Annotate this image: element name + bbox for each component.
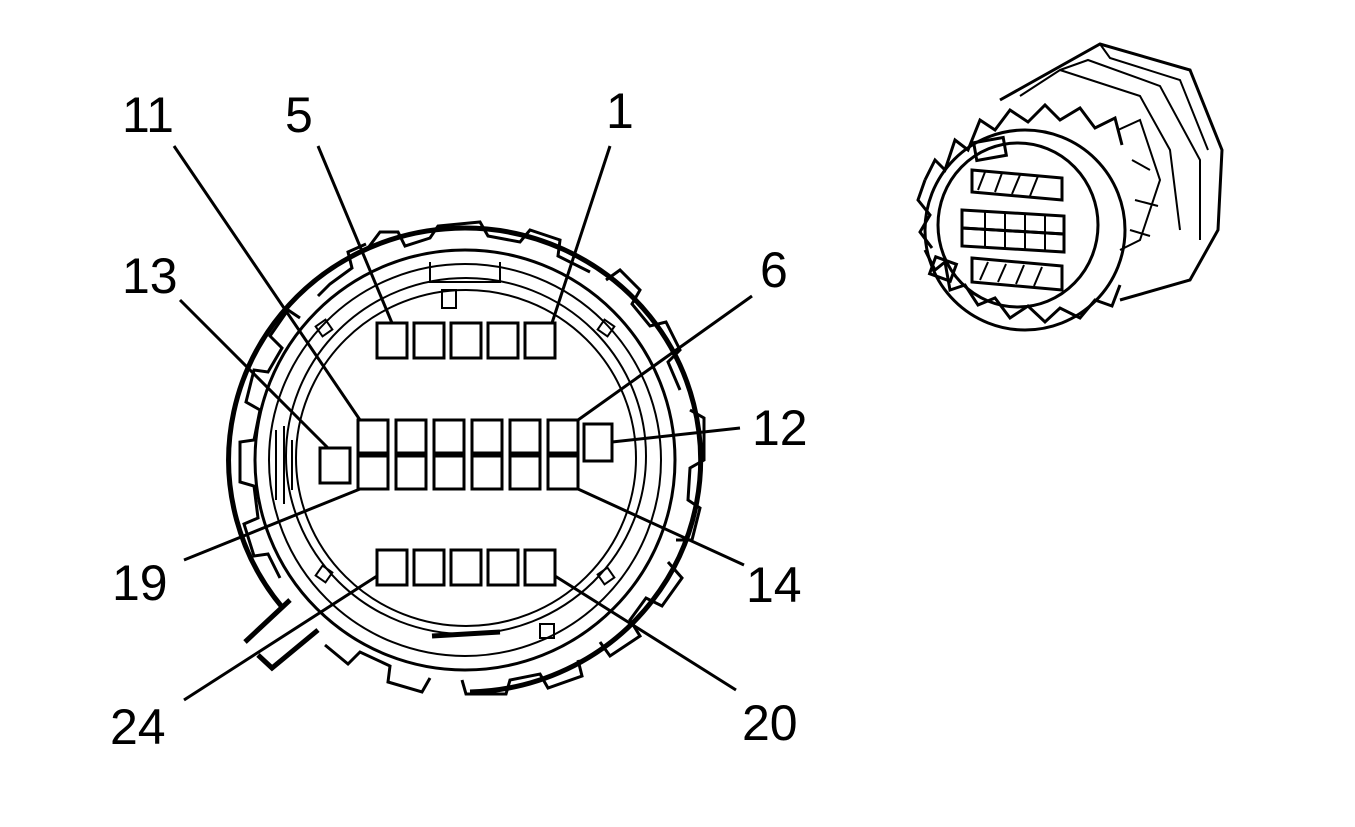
cavity-21	[486, 548, 520, 587]
locking-tab	[243, 598, 320, 672]
cavity-6	[546, 418, 580, 455]
cavity-1	[523, 321, 557, 360]
perspective-key	[971, 135, 1009, 163]
cavity-3	[449, 321, 483, 360]
leader-19	[183, 487, 361, 562]
cavity-2	[486, 321, 520, 360]
cavity-8	[470, 418, 504, 455]
perspective-body-outline	[999, 42, 1224, 302]
pin-label-13: 13	[122, 248, 178, 304]
upper-right-key	[596, 318, 616, 338]
perspective-rib	[1129, 159, 1159, 237]
leader-5	[316, 145, 394, 324]
pin-label-12: 12	[752, 400, 808, 456]
perspective-teeth-top	[923, 102, 1124, 181]
cavity-12	[582, 422, 614, 463]
perspective-cavity-dividers	[979, 261, 1043, 287]
perspective-cavity-row	[970, 256, 1064, 292]
connector-outer-shell	[226, 225, 704, 695]
leader-6	[577, 294, 753, 422]
cavity-9	[432, 418, 466, 455]
pin-label-24: 24	[110, 699, 166, 755]
lower-left-key	[314, 564, 334, 584]
upper-left-key	[314, 318, 334, 338]
perspective-teeth-bottom	[923, 249, 1122, 325]
cavity-11	[356, 418, 390, 455]
cavity-14	[546, 454, 580, 491]
cavity-19	[356, 454, 390, 491]
perspective-rib	[1117, 118, 1162, 251]
cavity-5	[375, 321, 409, 360]
bottom-key-bar	[431, 629, 501, 639]
left-latch-ribs	[275, 426, 293, 504]
connector-perspective-view	[916, 42, 1224, 332]
cavity-row-top	[375, 321, 557, 360]
connector-inner-ring-1	[253, 248, 677, 672]
lower-right-key	[596, 566, 616, 586]
connector-inner-ring-4	[295, 289, 637, 627]
leader-24	[183, 574, 378, 702]
cavity-20	[523, 548, 557, 587]
cavity-23	[412, 548, 446, 587]
pin-label-19: 19	[112, 555, 168, 611]
cavity-7	[508, 418, 542, 455]
perspective-lower-key	[927, 254, 959, 284]
cavity-15	[508, 454, 542, 491]
leader-1	[550, 145, 612, 324]
leader-lines	[172, 145, 753, 702]
pin-label-5: 5	[285, 87, 313, 143]
leader-12	[611, 426, 741, 444]
perspective-rib	[1019, 68, 1181, 231]
cavity-row-middle-upper	[356, 418, 580, 455]
perspective-face	[936, 141, 1100, 309]
cavity-16	[470, 454, 504, 491]
pin-label-11: 11	[122, 87, 174, 143]
perspective-cavity-dividers	[984, 212, 1046, 251]
perspective-rib	[1099, 43, 1209, 151]
cavity-13	[318, 446, 352, 485]
pin-label-1: 1	[606, 83, 634, 139]
pin-label-14: 14	[746, 557, 802, 613]
cavity-18	[394, 454, 428, 491]
cavity-10	[394, 418, 428, 455]
perspective-teeth-left	[916, 179, 934, 249]
perspective-cavity-row	[960, 226, 1066, 254]
top-key-slot	[429, 262, 501, 283]
perspective-cavity-row	[970, 168, 1064, 202]
connector-inner-ring-2	[268, 263, 662, 657]
bottom-right-key	[539, 623, 555, 639]
cavity-24	[375, 548, 409, 587]
cavity-4	[412, 321, 446, 360]
leader-20	[554, 574, 737, 692]
cavity-17	[432, 454, 466, 491]
pin-label-20: 20	[742, 695, 798, 751]
top-key	[441, 289, 457, 309]
cavity-row-bottom	[375, 548, 557, 587]
leader-11	[172, 145, 362, 421]
connector-face-view	[226, 220, 706, 696]
perspective-flange	[923, 128, 1127, 332]
perspective-cavity-dividers	[977, 171, 1039, 197]
leader-14	[577, 487, 745, 567]
pin-labels: 11 5 1 13 6 12 19 14 24 20	[110, 83, 808, 755]
pin-label-6: 6	[760, 242, 788, 298]
leader-13	[178, 298, 330, 450]
perspective-rib	[1059, 58, 1201, 240]
perspective-cavity-rows	[960, 168, 1066, 292]
cavity-22	[449, 548, 483, 587]
cavity-row-middle-lower	[356, 454, 580, 491]
